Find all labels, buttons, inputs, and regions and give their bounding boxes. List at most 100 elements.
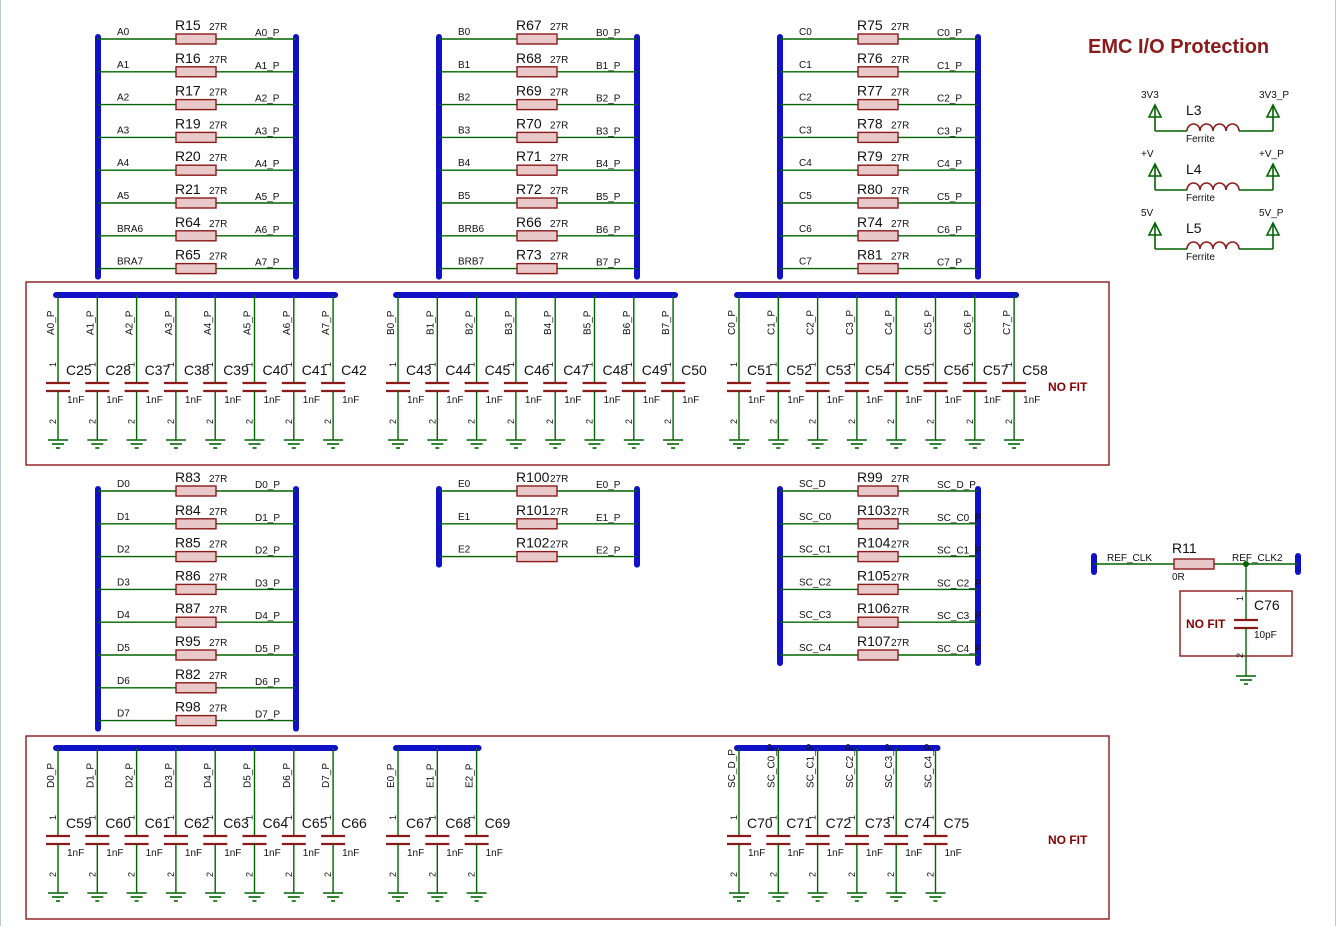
resistor-r78 — [857, 131, 899, 144]
cap-ref: C54 — [865, 362, 891, 378]
resistor-r21 — [175, 197, 217, 209]
cap-value: 1nF — [303, 395, 320, 406]
power-arrow-icon — [1265, 162, 1281, 177]
cap-ref: C67 — [406, 815, 432, 831]
cap-ref: C57 — [983, 362, 1009, 378]
resistor-r77 — [857, 98, 899, 111]
resistor-r102 — [516, 550, 558, 563]
resistor-r105 — [857, 583, 899, 596]
cap-net-label: C4_P — [884, 310, 895, 335]
cap-ref: C68 — [445, 815, 471, 831]
cap-net-label: D0_P — [46, 763, 57, 788]
net-label-out: E1_P — [596, 513, 621, 524]
cap-pin1: 1 — [166, 362, 176, 367]
cap-ref: C39 — [223, 362, 249, 378]
net-label-out: C2_P — [937, 94, 962, 105]
power-arrow-icon — [1147, 162, 1163, 177]
cap-pin2: 2 — [427, 872, 437, 877]
cap-net-label: D6_P — [282, 763, 293, 788]
cap-value: 1nF — [643, 395, 660, 406]
cap-ref: C48 — [603, 362, 629, 378]
resistor-ref: R95 — [175, 633, 201, 649]
cap-ref: C44 — [445, 362, 471, 378]
cap-net-label: A1_P — [85, 310, 96, 335]
net-label-in: E0 — [458, 479, 471, 490]
ferrite-value: Ferrite — [1186, 134, 1215, 145]
resistor-ref: R80 — [857, 181, 883, 197]
net-label-out: SC_C4_P — [937, 644, 982, 655]
cap-ref: C64 — [263, 815, 289, 831]
cap-value: 1nF — [604, 395, 621, 406]
resistor-r74 — [857, 230, 899, 242]
cap-value: 1nF — [787, 848, 804, 859]
resistor-ref: R64 — [175, 214, 201, 230]
resistor-value: 27R — [550, 186, 568, 197]
resistor-r69 — [516, 98, 558, 111]
net-label-in: C3 — [799, 125, 812, 136]
resistor-value: 27R — [550, 219, 568, 230]
resistor-value: 27R — [550, 120, 568, 131]
cap-ref: C41 — [302, 362, 328, 378]
net-label-in: A3 — [117, 125, 130, 136]
refclk-res-value: 0R — [1172, 572, 1185, 583]
net-label-in: A2 — [117, 93, 130, 104]
refclk-in-label: REF_CLK — [1107, 553, 1152, 564]
resistor-r71 — [516, 164, 558, 176]
resistor-value: 27R — [891, 88, 909, 99]
net-label-in: BRB6 — [458, 224, 485, 235]
cap-net-label: E2_P — [465, 763, 476, 788]
resistor-value: 27R — [209, 704, 227, 715]
cap-pin2: 2 — [388, 419, 398, 424]
c76-pin1: 1 — [1235, 596, 1245, 601]
cap-net-label: C5_P — [924, 310, 935, 335]
cap-ref: C40 — [263, 362, 289, 378]
resistor-ref: R103 — [857, 502, 891, 518]
net-label-out: C5_P — [937, 192, 962, 203]
cap-pin1: 1 — [886, 815, 896, 820]
net-label-out: D1_P — [255, 513, 280, 524]
ferrite-out-label: +V_P — [1259, 149, 1284, 160]
resistor-value: 27R — [550, 540, 568, 551]
net-label-in: SC_C0 — [799, 512, 832, 523]
cap-pin1: 1 — [48, 815, 58, 820]
resistor-r86 — [175, 583, 217, 596]
cap-pin1: 1 — [87, 815, 97, 820]
cap-net-label: A3_P — [164, 310, 175, 335]
resistor-r98 — [175, 714, 217, 727]
cap-ref: C42 — [341, 362, 367, 378]
cap-pin2: 2 — [467, 872, 477, 877]
net-label-in: D4 — [117, 610, 130, 621]
net-label-in: BRB7 — [458, 257, 485, 268]
cap-pin2: 2 — [427, 419, 437, 424]
net-label-in: SC_C1 — [799, 545, 832, 556]
cap-pin2: 2 — [205, 419, 215, 424]
nofit-box-bottom — [25, 735, 1110, 920]
cap-pin1: 1 — [205, 362, 215, 367]
cap-ref: C25 — [66, 362, 92, 378]
cap-pin1: 1 — [467, 362, 477, 367]
ferrite-coil-icon — [1186, 123, 1240, 132]
cap-ref: C38 — [184, 362, 210, 378]
cap-pin2: 2 — [886, 419, 896, 424]
resistor-ref: R74 — [857, 214, 883, 230]
net-label-out: A5_P — [255, 192, 280, 203]
page-title: EMC I/O Protection — [1088, 36, 1269, 58]
cap-pin2: 2 — [388, 872, 398, 877]
cap-net-label: C3_P — [845, 310, 856, 335]
cap-pin2: 2 — [245, 419, 255, 424]
net-label-in: SC_C4 — [799, 643, 832, 654]
cap-value: 1nF — [866, 395, 883, 406]
cap-pin1: 1 — [323, 362, 333, 367]
cap-pin2: 2 — [48, 872, 58, 877]
net-label-out: D2_P — [255, 546, 280, 557]
resistor-value: 27R — [891, 474, 909, 485]
cap-value: 1nF — [486, 848, 503, 859]
net-label-in: A1 — [117, 60, 130, 71]
cap-value: 1nF — [525, 395, 542, 406]
cap-pin2: 2 — [205, 872, 215, 877]
resistor-ref: R15 — [175, 17, 201, 33]
cap-pin1: 1 — [965, 362, 975, 367]
net-label-out: D4_P — [255, 611, 280, 622]
cap-pin1: 1 — [127, 362, 137, 367]
